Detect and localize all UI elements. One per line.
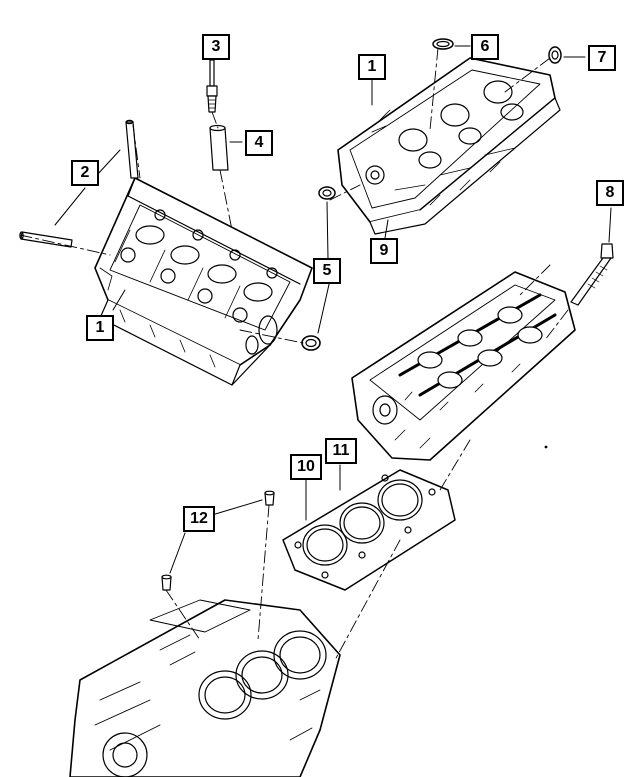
spark-plug-tube (209, 124, 229, 171)
spark-plug (206, 59, 218, 113)
callout-5-seal: 5 (313, 258, 341, 284)
leader-lines (54, 45, 612, 574)
cam-seal-right (318, 186, 336, 200)
callout-1-left-head: 1 (86, 315, 114, 341)
callout-9: 9 (370, 238, 398, 264)
engine-block (69, 599, 341, 777)
dowel-pin-side (19, 231, 73, 248)
dowel-pin-upper (125, 119, 139, 179)
dowel-upper (264, 490, 275, 506)
speck (544, 445, 548, 449)
callout-11-gasket: 11 (325, 438, 357, 464)
head-bolt (570, 243, 614, 306)
cam-seal-left (301, 335, 321, 351)
cylinder-head-with-camshafts (351, 271, 576, 461)
callout-12-dowel: 12 (183, 506, 215, 532)
callout-8-head-bolt: 8 (596, 180, 624, 206)
callout-4-spark-plug-tube: 4 (245, 130, 273, 156)
cylinder-head-left (94, 177, 313, 386)
callout-2-dowel-pin: 2 (71, 160, 99, 186)
head-gasket (282, 469, 456, 591)
assembly-center-lines (19, 47, 569, 661)
callout-7-cam-plug: 7 (588, 45, 616, 71)
dowel-lower (161, 574, 172, 591)
callout-10-gasket: 10 (290, 454, 322, 480)
callout-6-cam-plug: 6 (471, 34, 499, 60)
cam-plug-top (432, 38, 454, 50)
cylinder-head-right (337, 57, 561, 235)
callout-3-spark-plug: 3 (202, 34, 230, 60)
callout-1-right-head: 1 (358, 54, 386, 80)
cam-plug-side (548, 46, 562, 64)
